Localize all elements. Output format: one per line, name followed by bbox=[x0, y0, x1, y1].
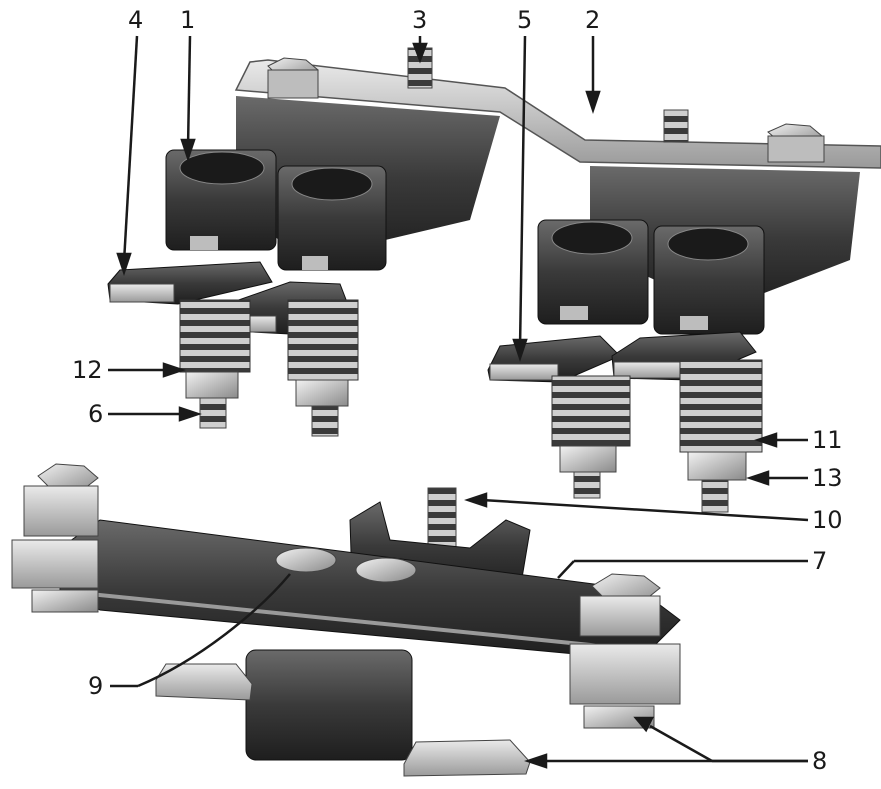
left-contact-tip-a bbox=[109, 283, 175, 303]
right-contact-block-b bbox=[653, 225, 765, 335]
callout-leaders bbox=[108, 35, 809, 769]
right-contact-block-a bbox=[537, 219, 649, 325]
left-nut-a bbox=[185, 371, 239, 399]
right-nut-b bbox=[687, 451, 747, 481]
right-spring-a bbox=[551, 375, 631, 447]
callout-label-7: 7 bbox=[812, 547, 828, 575]
callout-label-13: 13 bbox=[812, 464, 843, 492]
upper-contact-assembly bbox=[107, 47, 881, 513]
bar-contact-shoe-right bbox=[403, 739, 531, 777]
callout-label-3: 3 bbox=[412, 6, 428, 34]
bar-left-end-clamp bbox=[11, 463, 99, 613]
right-nut-a bbox=[559, 445, 617, 473]
callout-label-4: 4 bbox=[128, 6, 144, 34]
callout-label-10: 10 bbox=[812, 506, 843, 534]
left-contact-block-a bbox=[165, 149, 277, 251]
callout-label-5: 5 bbox=[517, 6, 533, 34]
left-nut-b bbox=[295, 379, 349, 407]
bar-edge-highlight bbox=[69, 590, 641, 652]
callout-label-11: 11 bbox=[812, 426, 843, 454]
lower-contact-bar-assembly bbox=[11, 463, 681, 777]
right-contact-tip-a bbox=[489, 363, 559, 381]
plate-stud-right bbox=[663, 109, 689, 143]
bar-right-end-clamp bbox=[569, 573, 681, 729]
left-spring-b bbox=[287, 299, 359, 381]
bar-lower-block bbox=[245, 649, 413, 761]
bar-contact-shoe-left bbox=[155, 663, 253, 701]
plate-hex-nut-left bbox=[267, 57, 319, 99]
plate-hex-nut-right bbox=[767, 123, 825, 163]
callout-label-2: 2 bbox=[585, 6, 601, 34]
left-bolt-b bbox=[311, 405, 339, 437]
right-spring-b bbox=[679, 359, 763, 453]
callout-label-8: 8 bbox=[812, 747, 828, 775]
bar-rivet-left bbox=[275, 547, 337, 573]
right-bolt-a bbox=[573, 471, 601, 499]
callout-label-6: 6 bbox=[88, 400, 104, 428]
left-contact-block-b bbox=[277, 165, 387, 271]
left-bolt-a bbox=[199, 397, 227, 429]
left-spring-a bbox=[179, 299, 251, 373]
right-bolt-b bbox=[701, 479, 729, 513]
callout-label-1: 1 bbox=[180, 6, 196, 34]
callout-label-9: 9 bbox=[88, 672, 104, 700]
callout-label-12: 12 bbox=[72, 356, 103, 384]
support-plate bbox=[234, 59, 881, 169]
bar-rivet-right bbox=[355, 557, 417, 583]
